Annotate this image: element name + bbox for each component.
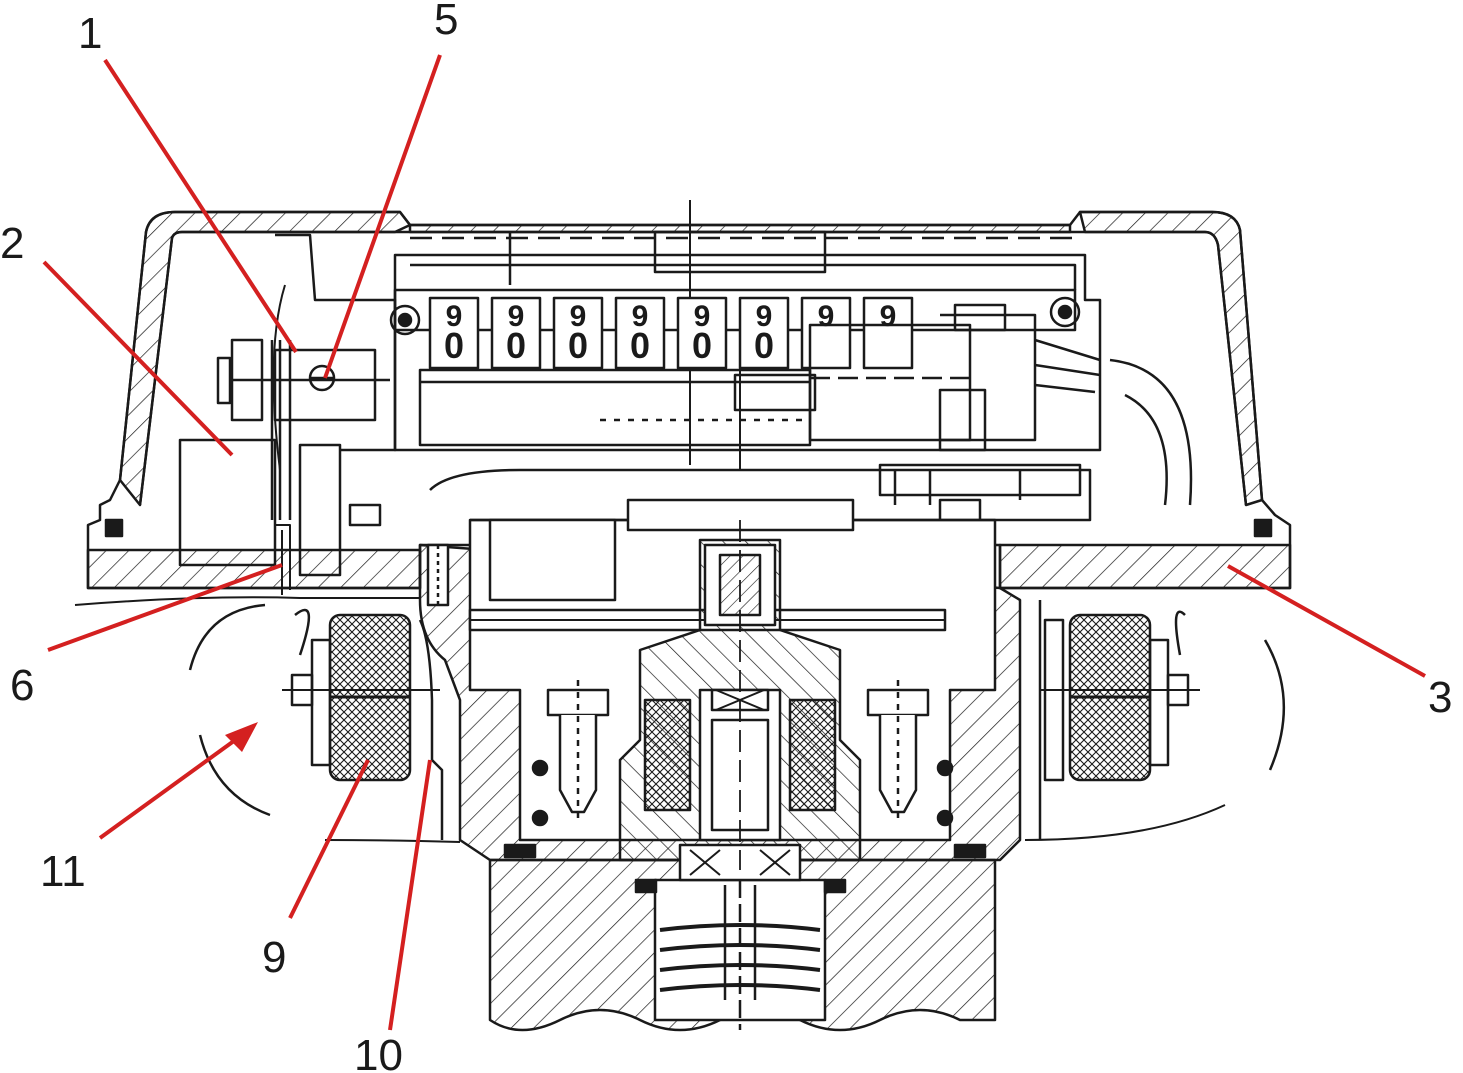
callout-5: 5 bbox=[434, 0, 458, 44]
leader-10 bbox=[388, 759, 432, 1031]
digit-wheel-bottom-digit: 0 bbox=[630, 325, 650, 366]
leader-6 bbox=[47, 563, 283, 652]
central-shaft bbox=[618, 520, 862, 882]
callout-6: 6 bbox=[10, 661, 34, 710]
callout-10: 10 bbox=[354, 1031, 403, 1073]
digit-wheel-top-digit: 9 bbox=[880, 300, 897, 333]
left-assembly bbox=[74, 233, 420, 606]
digit-wheel-top-digit: 9 bbox=[632, 300, 649, 333]
callout-11: 11 bbox=[40, 847, 86, 896]
callout-2: 2 bbox=[0, 219, 24, 268]
digit-wheel bbox=[614, 296, 666, 370]
digit-wheel bbox=[428, 296, 480, 370]
leader-5 bbox=[323, 54, 442, 379]
leader-11 bbox=[98, 736, 240, 840]
callout-3: 3 bbox=[1428, 673, 1452, 722]
leader-2 bbox=[42, 260, 234, 457]
digit-wheel-bottom-digit: 0 bbox=[692, 325, 712, 366]
digit-wheel-top-digit: 9 bbox=[508, 300, 525, 333]
leader-lines bbox=[42, 54, 1426, 1031]
digit-wheel-top-digit: 9 bbox=[446, 300, 463, 333]
digit-wheel bbox=[738, 296, 790, 370]
leader-3 bbox=[1227, 564, 1426, 678]
callout-9: 9 bbox=[262, 933, 286, 982]
digit-wheel-bottom-digit: 0 bbox=[506, 325, 526, 366]
digit-wheel-bottom-digit: 0 bbox=[754, 325, 774, 366]
mounting-bolts bbox=[503, 680, 987, 894]
digit-wheel-top-digit: 9 bbox=[756, 300, 773, 333]
leader-1 bbox=[103, 58, 298, 354]
leader-9 bbox=[288, 759, 370, 919]
digit-wheel-bottom-digit: 0 bbox=[568, 325, 588, 366]
digit-wheel bbox=[552, 296, 604, 370]
arrow-11-head bbox=[225, 722, 258, 752]
digit-wheel bbox=[676, 296, 728, 370]
housing-cover bbox=[86, 210, 1292, 590]
callout-1: 1 bbox=[78, 9, 102, 58]
digit-wheel bbox=[490, 296, 542, 370]
digit-wheel-top-digit: 9 bbox=[570, 300, 587, 333]
digit-wheel-top-digit: 9 bbox=[818, 300, 835, 333]
digit-wheel-top-digit: 9 bbox=[694, 300, 711, 333]
central-body bbox=[418, 468, 1092, 862]
left-magnet-coil bbox=[188, 603, 461, 843]
digit-wheel-bottom-digit: 0 bbox=[444, 325, 464, 366]
digit-wheel bbox=[862, 296, 914, 370]
right-magnet-coil bbox=[1024, 600, 1285, 841]
shaft-housing bbox=[488, 858, 997, 1032]
